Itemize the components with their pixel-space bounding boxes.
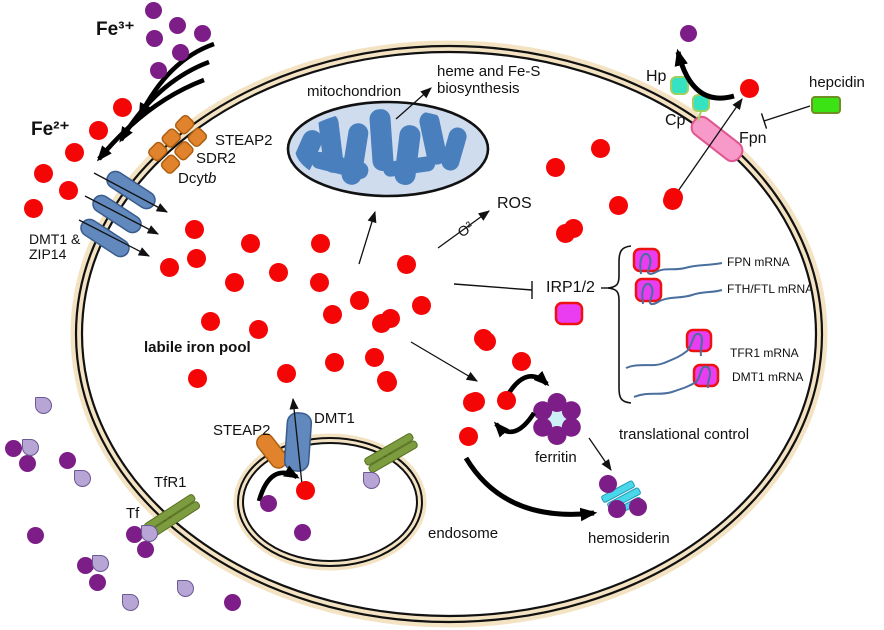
ire-box-dmt1 <box>692 363 720 388</box>
pool-to-hemosiderin-arrow <box>463 456 598 522</box>
fe2-label: Fe²⁺ <box>31 119 70 140</box>
ferritin-complex <box>533 393 581 445</box>
mrna-group-brace <box>607 245 632 404</box>
ferritin-to-hemosiderin-arrow <box>588 437 612 471</box>
mitochondrion-to-heme-arrow <box>395 87 432 120</box>
ferritin-release-arrow <box>493 411 536 438</box>
irp-label: IRP1/2 <box>546 279 595 296</box>
ros-label: ROS <box>497 195 532 212</box>
endosome-label: endosome <box>428 525 499 542</box>
labile-iron-pool-label: labile iron pool <box>144 339 251 356</box>
endosome-dmt1-export-arrow <box>289 397 304 495</box>
ire-box-tfr1 <box>685 328 713 353</box>
mitochondrion-cristae <box>295 109 467 185</box>
fpn-label: Fpn <box>739 130 767 147</box>
ferritin-store-arrow <box>507 370 550 395</box>
dmt1-mrna-strand <box>633 365 712 398</box>
mitochondrion-organelle <box>286 100 490 198</box>
tfr1-mrna-strand <box>625 332 704 369</box>
dmt1-zip14-import-arrows <box>78 172 169 257</box>
heme-line2: biosynthesis <box>437 79 520 97</box>
sdr2-label: SDR2 <box>196 150 237 167</box>
oxidation-arrow <box>674 48 735 101</box>
mitochondrion-label: mitochondrion <box>307 83 402 100</box>
dcytb-label: Dcytb <box>178 170 217 188</box>
dcytb-prefix: Dcyt <box>178 170 208 187</box>
fe3-reduction-arrows <box>97 41 215 162</box>
tf-label: Tf <box>126 505 140 522</box>
hepcidin-label: hepcidin <box>809 74 865 91</box>
hepcidin-inhibition-line <box>760 105 811 129</box>
irp-protein-box <box>554 301 584 326</box>
dcytb-italic-b: b <box>208 170 217 187</box>
hp-label: Hp <box>646 68 667 85</box>
fpn-transporter <box>690 115 744 163</box>
fpn-mrna-strand <box>639 252 723 275</box>
pool-to-ros-arrow <box>437 210 490 249</box>
endosome-tfr1-receptor <box>364 433 418 473</box>
dmt1-zip14-label: DMT1 & ZIP14 <box>29 231 81 263</box>
tfr1-receptor <box>143 494 201 538</box>
heme-line1: heme and Fe-S <box>437 63 541 80</box>
translational-control-mrnas <box>625 247 723 398</box>
cp-membrane-stem <box>697 110 702 122</box>
fth-ftl-mrna-strand <box>641 282 723 306</box>
cp-label: Cp <box>665 112 686 129</box>
irp-inhibition-line <box>453 281 533 299</box>
hemosiderin-label: hemosiderin <box>588 530 670 547</box>
tfr1-mrna-label: TFR1 mRNA <box>730 346 799 360</box>
fth-ftl-mrna-label: FTH/FTL mRNA <box>727 282 814 296</box>
dmt1-zip14-line2: ZIP14 <box>29 246 67 263</box>
tfr1-label: TfR1 <box>154 474 187 491</box>
ire-box-fth-ftl <box>634 277 663 303</box>
pool-to-mitochondrion-arrow <box>358 210 377 265</box>
ire-box-fpn <box>632 247 661 273</box>
heme-biosynthesis-label: heme and Fe-S biosynthesis <box>437 63 541 97</box>
steap2-sdr2-dcytb-reductases <box>148 114 208 174</box>
dmt1-mrna-label: DMT1 mRNA <box>732 370 804 384</box>
fe3-label: Fe³⁺ <box>96 19 135 40</box>
steap2-label: STEAP2 <box>215 132 273 149</box>
pool-to-ferritin-arrow <box>410 341 478 382</box>
translational-control-label: translational control <box>619 426 750 443</box>
endosome-steap2-label: STEAP2 <box>213 422 271 439</box>
endosome-dmt1-label: DMT1 <box>314 410 355 427</box>
hp-protein <box>670 76 689 95</box>
fpn-mrna-label: FPN mRNA <box>727 255 790 269</box>
dmt1-zip14-line1: DMT1 & <box>29 231 81 247</box>
hepcidin-molecule <box>811 96 841 114</box>
ferritin-label: ferritin <box>535 449 577 466</box>
